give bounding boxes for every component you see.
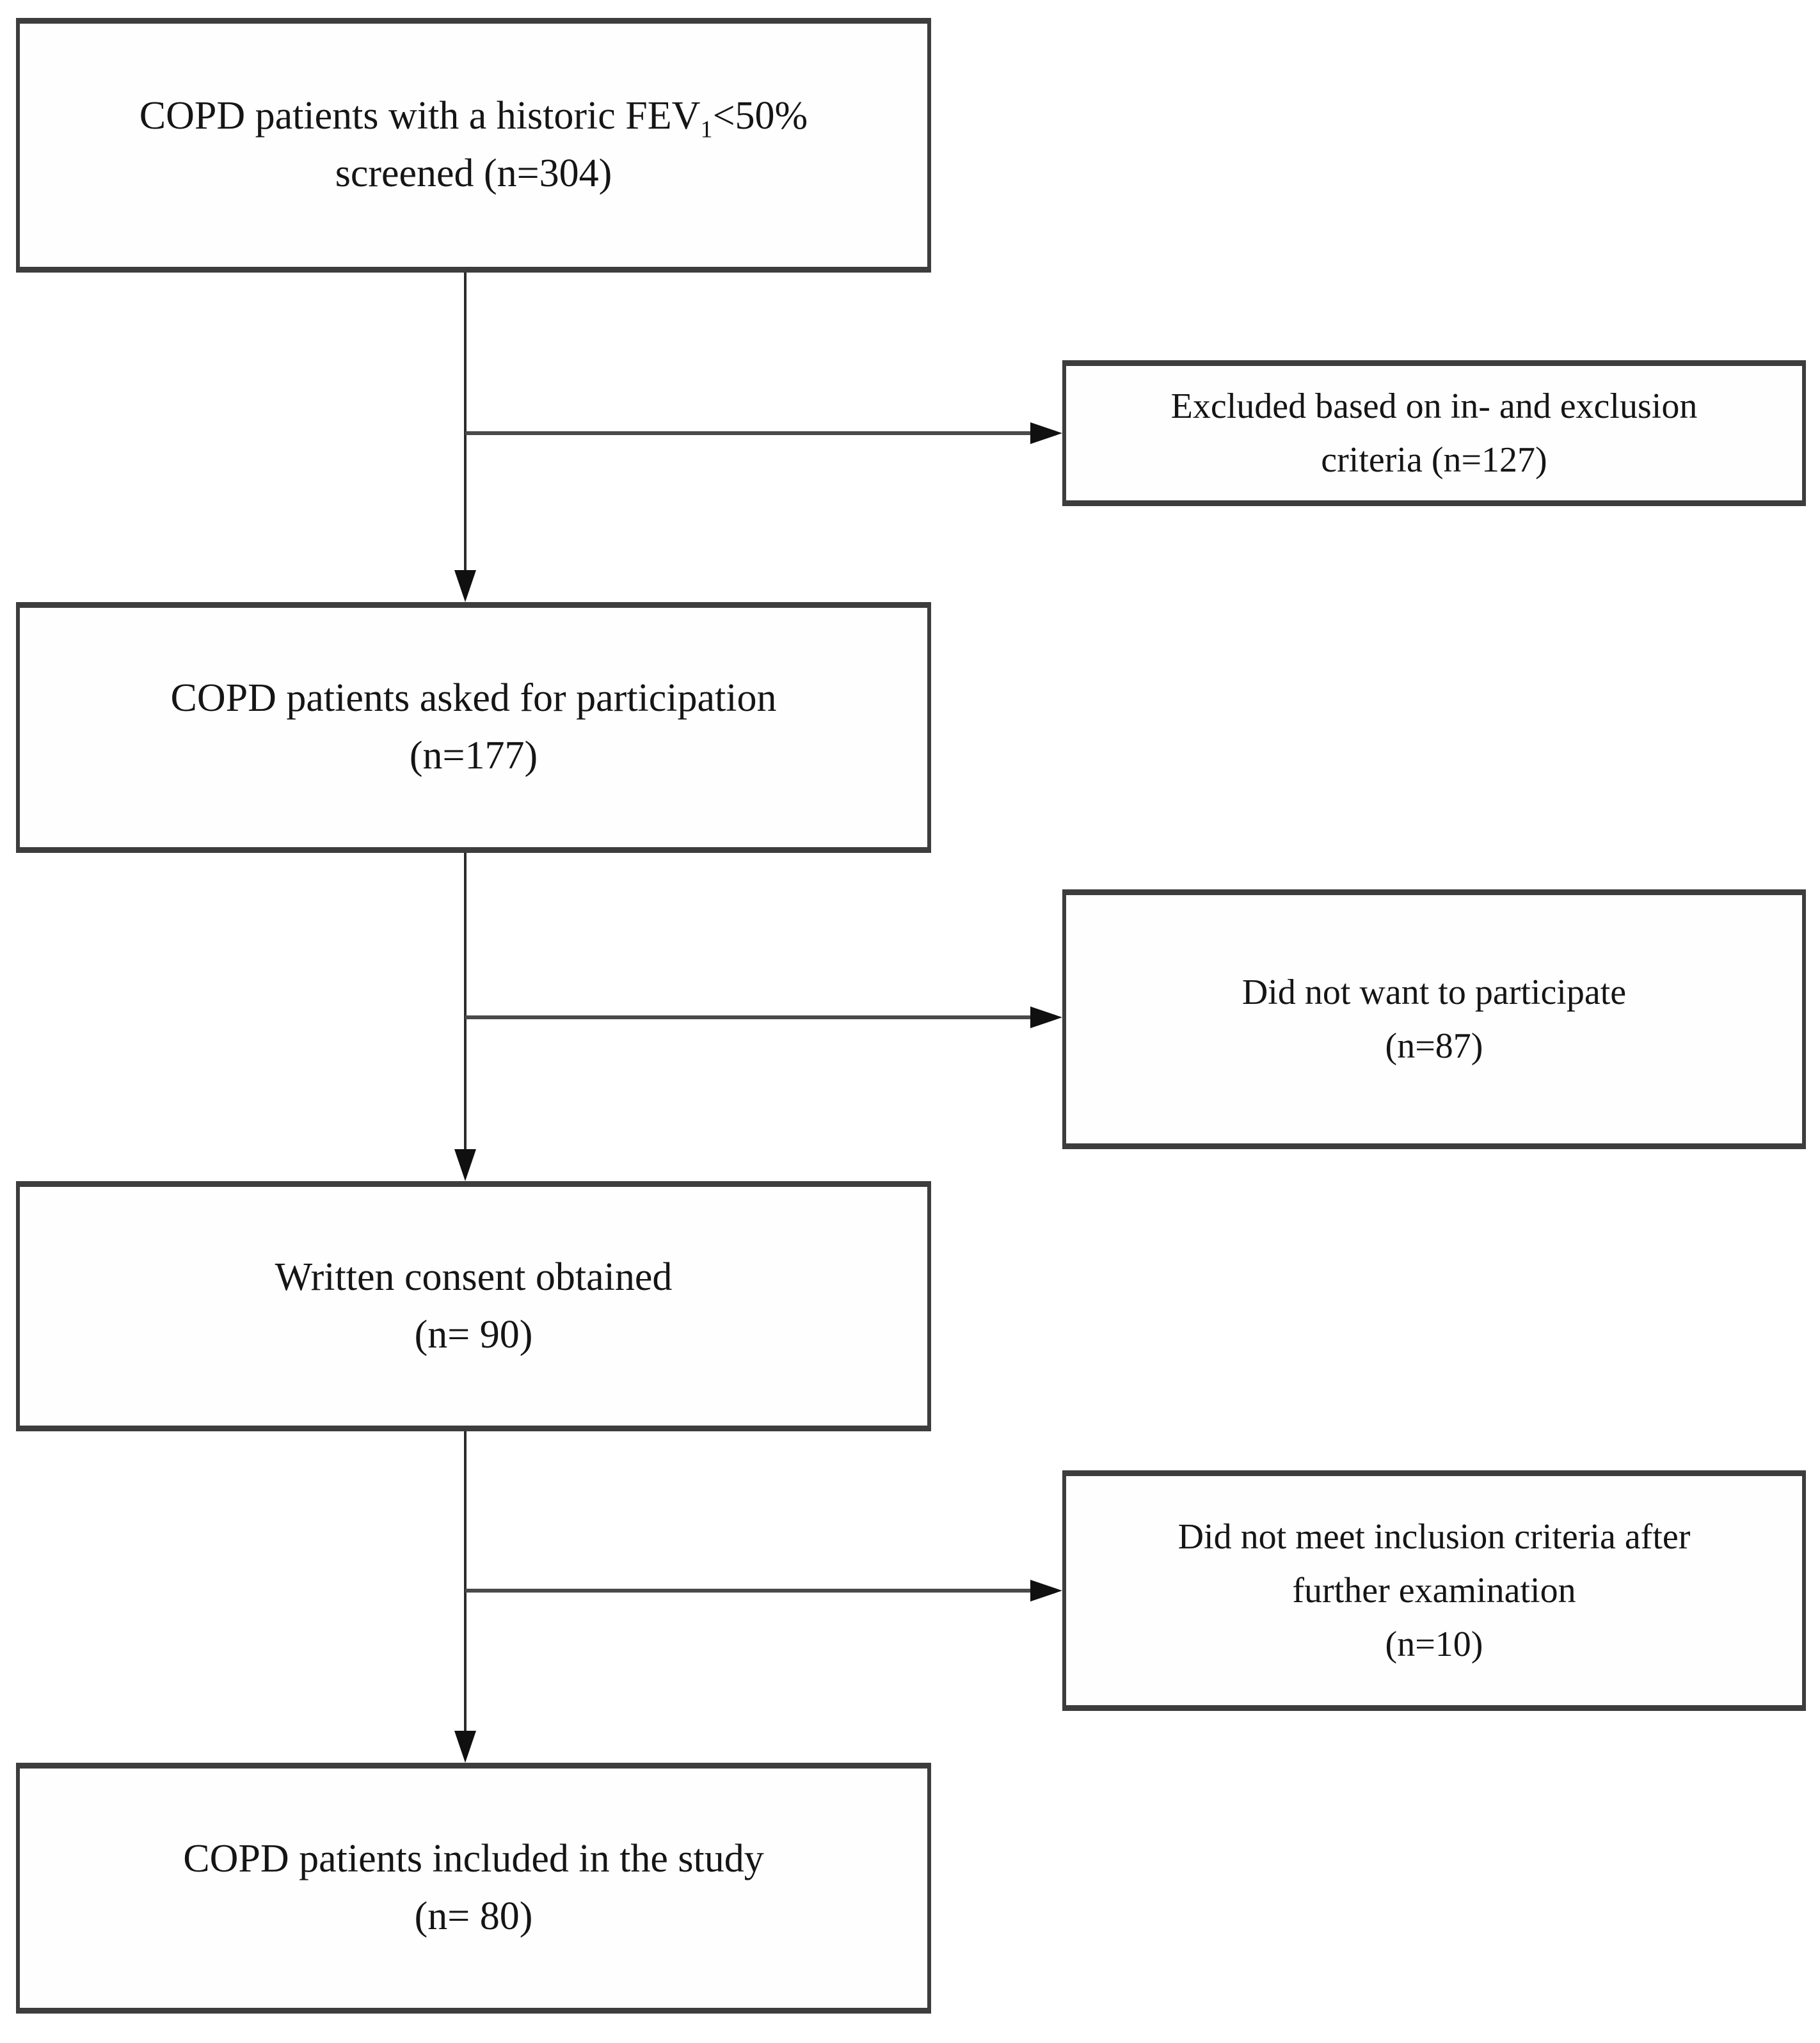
fev1-subscript: 1 <box>700 116 713 143</box>
node-screened-line-2: screened (n=304) <box>335 152 612 195</box>
node-ineligible: Did not meet inclusion criteria after fu… <box>1062 1470 1806 1711</box>
node-screened-text-pre: COPD patients with a historic FEV <box>139 94 701 138</box>
node-consent: Written consent obtained (n= 90) <box>16 1181 931 1431</box>
node-asked: COPD patients asked for participation (n… <box>16 602 931 853</box>
arrowhead-down-icon <box>454 1731 476 1763</box>
node-included-line-1: COPD patients included in the study <box>183 1837 764 1881</box>
arrowhead-right-icon <box>1030 1006 1062 1028</box>
connector-consent-to-ineligible <box>465 1589 1030 1593</box>
node-declined-line-2: (n=87) <box>1385 1026 1483 1066</box>
node-ineligible-line-3: (n=10) <box>1385 1625 1483 1664</box>
connector-consent-to-included <box>464 1431 467 1732</box>
node-included: COPD patients included in the study (n= … <box>16 1763 931 2014</box>
node-asked-line-2: (n=177) <box>409 734 538 777</box>
node-screened: COPD patients with a historic FEV1<50% s… <box>16 18 931 273</box>
node-consent-line-1: Written consent obtained <box>275 1255 673 1299</box>
connector-screened-to-asked <box>464 273 467 571</box>
node-screened-text-post: <50% <box>712 94 808 138</box>
arrowhead-down-icon <box>454 570 476 602</box>
node-excluded-line-2: criteria (n=127) <box>1321 440 1547 480</box>
node-screened-line-1: COPD patients with a historic FEV1<50% <box>140 88 808 145</box>
node-ineligible-line-2: further examination <box>1292 1571 1576 1610</box>
connector-asked-to-consent <box>464 853 467 1150</box>
node-asked-line-1: COPD patients asked for participation <box>170 676 777 720</box>
node-included-line-2: (n= 80) <box>414 1895 533 1938</box>
node-declined: Did not want to participate (n=87) <box>1062 889 1806 1149</box>
arrowhead-right-icon <box>1030 1580 1062 1602</box>
node-declined-line-1: Did not want to participate <box>1241 973 1627 1012</box>
arrowhead-right-icon <box>1030 422 1062 444</box>
node-ineligible-line-1: Did not meet inclusion criteria after <box>1177 1517 1691 1557</box>
node-excluded-line-1: Excluded based on in- and exclusion <box>1170 386 1698 426</box>
connector-asked-to-declined <box>465 1015 1030 1019</box>
node-excluded: Excluded based on in- and exclusion crit… <box>1062 360 1806 506</box>
node-consent-line-2: (n= 90) <box>414 1312 533 1356</box>
arrowhead-down-icon <box>454 1149 476 1181</box>
connector-screened-to-excluded <box>465 431 1030 435</box>
